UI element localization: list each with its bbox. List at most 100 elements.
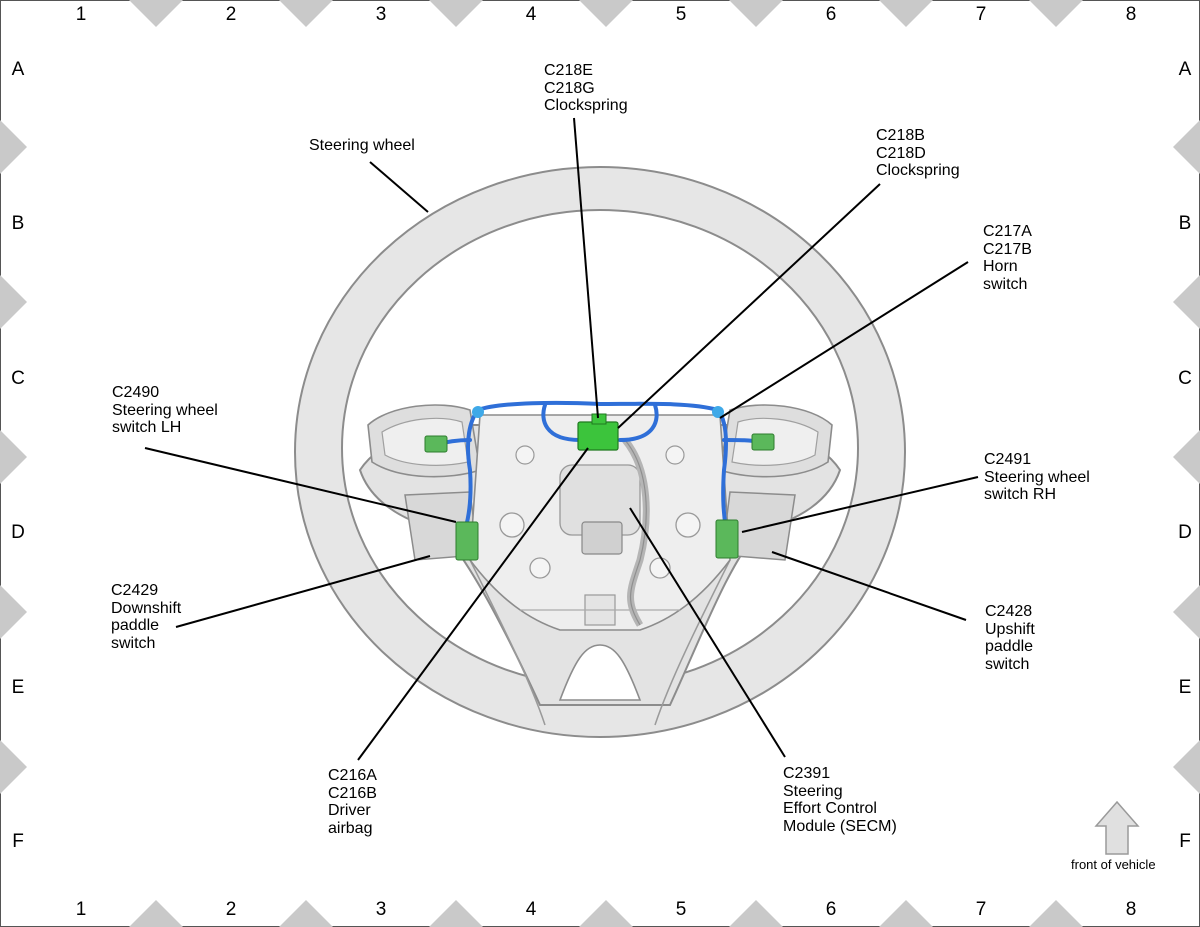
border-marker <box>579 0 633 27</box>
top-grid-markers <box>129 0 1083 27</box>
leader-c216a <box>357 447 589 761</box>
callout-line: Module (SECM) <box>783 817 897 835</box>
callout-line: Steering <box>783 782 843 800</box>
grid-column-label-top: 3 <box>375 4 387 25</box>
grid-column-label-bottom: 1 <box>75 899 87 920</box>
leader-steering-wheel <box>369 161 429 213</box>
border-marker <box>879 900 933 927</box>
grid-column-label-top: 2 <box>225 4 237 25</box>
steering-wheel <box>294 166 906 738</box>
leader-c218e <box>573 117 599 419</box>
callout-line: Steering wheel <box>112 401 218 419</box>
border-marker <box>1173 585 1200 639</box>
border-marker <box>129 0 183 27</box>
callout-line: C2428 <box>985 603 1033 620</box>
callout-line: Horn <box>983 258 1018 275</box>
grid-column-label-bottom: 8 <box>1125 899 1137 920</box>
leader-c2490 <box>144 447 457 523</box>
callout-line: C216A <box>328 767 377 784</box>
border-marker <box>279 0 333 27</box>
leader-lines <box>144 117 979 761</box>
callout-line: switch <box>983 275 1028 293</box>
grid-column-label-bottom: 3 <box>375 899 387 920</box>
callout-line: C2491 <box>984 451 1032 468</box>
leader-c217a <box>719 261 969 419</box>
leader-c2391 <box>629 507 786 758</box>
border-marker <box>279 900 333 927</box>
callout-line: C217B <box>983 240 1032 258</box>
callout-line: paddle <box>111 617 160 634</box>
grid-column-label-top: 5 <box>675 4 687 25</box>
border-marker <box>1173 430 1200 484</box>
grid-row-label-right: A <box>1178 59 1192 80</box>
callout-line: C217A <box>983 223 1032 240</box>
border-marker <box>0 585 27 639</box>
callout-line: C2391 <box>783 765 831 782</box>
front-of-vehicle-arrow <box>1094 800 1140 855</box>
callout-line: Upshift <box>985 620 1035 638</box>
grid-row-label-left: D <box>11 522 25 543</box>
paddle-rh-connector <box>715 519 739 559</box>
border-marker <box>1173 275 1200 329</box>
callout-line: C216B <box>328 784 377 802</box>
grid-column-label-top: 7 <box>975 4 987 25</box>
border-marker <box>1029 900 1083 927</box>
clockspring-connector <box>577 413 619 451</box>
border-marker <box>1173 120 1200 174</box>
callout-line: paddle <box>985 638 1034 655</box>
callout-line: Driver <box>328 802 371 819</box>
grid-column-label-top: 8 <box>1125 4 1137 25</box>
grid-column-label-top: 6 <box>825 4 837 25</box>
grid-row-label-left: F <box>12 831 24 852</box>
harness-clips <box>472 406 724 418</box>
border-marker <box>729 900 783 927</box>
switch-lh-connector <box>424 435 448 453</box>
leader-c2428 <box>771 551 967 621</box>
border-marker <box>429 900 483 927</box>
grid-column-label-top: 4 <box>525 4 537 25</box>
border-marker <box>1029 0 1083 27</box>
grid-column-label-bottom: 7 <box>975 899 987 920</box>
paddle-lh-connector <box>455 521 479 561</box>
right-grid-markers <box>1173 120 1200 794</box>
grid-row-label-right: F <box>1179 831 1191 852</box>
border-marker <box>0 120 27 174</box>
callout-line: C2490 <box>112 384 160 401</box>
border-marker <box>0 430 27 484</box>
callout-line: switch <box>985 655 1030 673</box>
callout-line: Clockspring <box>876 162 960 179</box>
border-marker <box>1173 740 1200 794</box>
callout-line: C218E <box>544 62 593 79</box>
leader-c218b <box>617 183 881 429</box>
grid-column-label-bottom: 2 <box>225 899 237 920</box>
grid-row-label-right: B <box>1178 213 1192 234</box>
grid-row-label-left: E <box>11 677 25 698</box>
label-steering-wheel: Steering wheel <box>309 137 415 155</box>
border-marker <box>729 0 783 27</box>
grid-column-label-bottom: 5 <box>675 899 687 920</box>
callout-line: Steering wheel <box>984 468 1090 486</box>
grid-row-label-right: D <box>1178 522 1192 543</box>
grid-column-label-bottom: 4 <box>525 899 537 920</box>
callout-line: switch <box>111 634 156 652</box>
callout-line: Clockspring <box>544 97 628 114</box>
callout-line: C2429 <box>111 582 159 599</box>
grid-row-label-left: B <box>11 213 25 234</box>
callout-line: Steering wheel <box>309 137 415 154</box>
grid-row-label-right: C <box>1178 368 1192 389</box>
border-marker <box>579 900 633 927</box>
grid-row-label-left: A <box>11 59 25 80</box>
callout-line: C218G <box>544 79 595 97</box>
bottom-grid-markers <box>129 900 1083 927</box>
grid-row-label-left: C <box>11 368 25 389</box>
leader-c2491 <box>741 476 979 533</box>
left-grid-markers <box>0 120 27 794</box>
switch-rh-connector <box>751 433 775 451</box>
